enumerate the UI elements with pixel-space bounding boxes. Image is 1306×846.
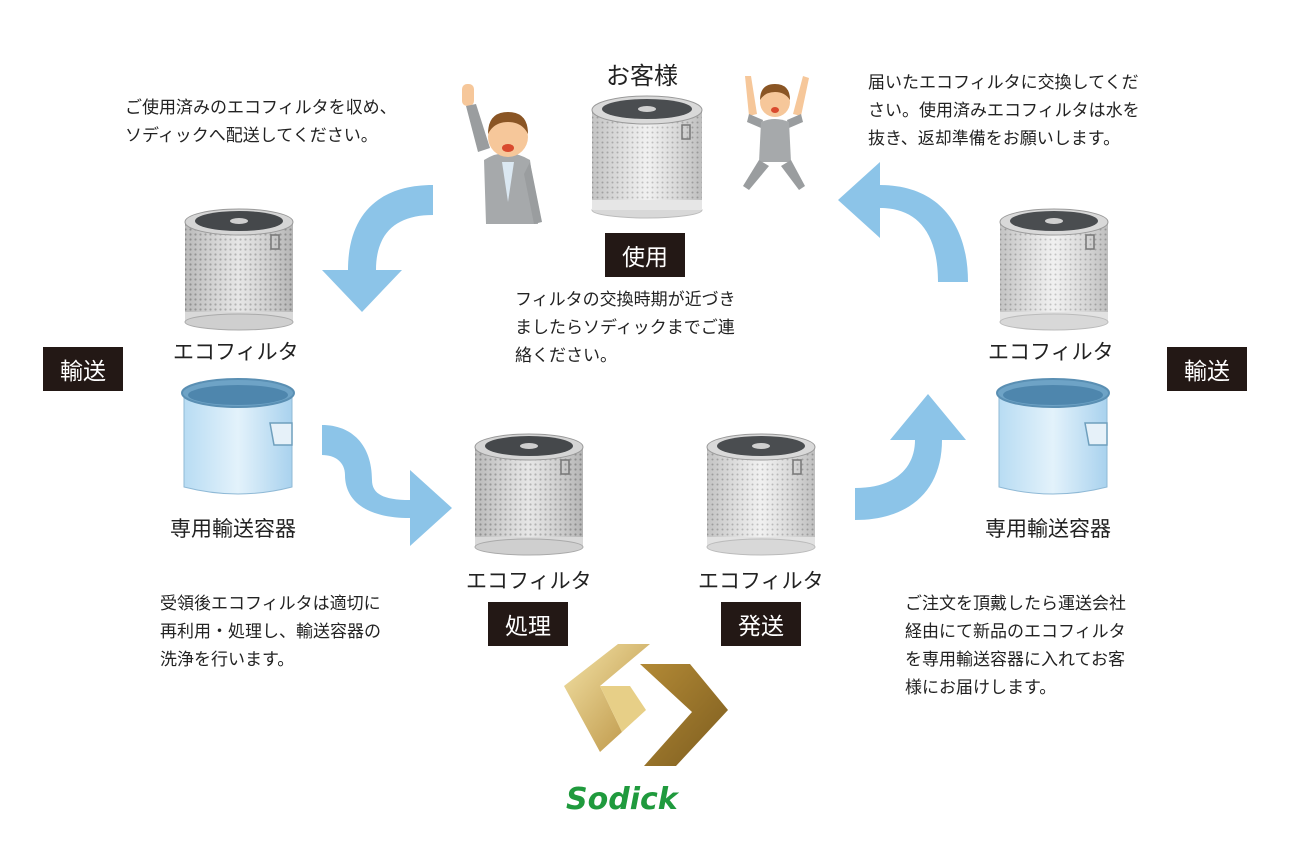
label-filter-ship: エコフィルタ [698, 569, 824, 593]
label-filter-left: エコフィルタ [173, 340, 299, 364]
container-left-icon [181, 378, 295, 495]
filter-process-icon [474, 433, 584, 556]
person-waving-icon [462, 84, 542, 224]
badge-use: 使用 [605, 233, 685, 277]
label-container-right: 専用輸送容器 [985, 517, 1111, 541]
text-top-left: ご使用済みのエコフィルタを収め、 ソディックへ配送してください。 [125, 98, 397, 146]
badge-transport-right: 輸送 [1167, 347, 1247, 391]
badge-ship: 発送 [721, 602, 801, 646]
filter-right-icon [999, 208, 1109, 331]
label-container-left: 専用輸送容器 [170, 517, 296, 541]
filter-customer-icon [591, 95, 703, 219]
sodick-logo-icon [564, 644, 728, 766]
filter-ship-icon [706, 433, 816, 556]
badge-transport-left: 輸送 [43, 347, 123, 391]
badge-process: 処理 [488, 602, 568, 646]
label-filter-process: エコフィルタ [466, 569, 592, 593]
text-top-right: 届いたエコフィルタに交換してくだ さい。使用済みエコフィルタは水を 抜き、返却準… [868, 73, 1140, 149]
sodick-logo-text: Sodick [566, 782, 678, 817]
text-bottom-left: 受領後エコフィルタは適切に 再利用・処理し、輸送容器の 洗浄を行います。 [160, 594, 381, 670]
container-right-icon [996, 378, 1110, 495]
filter-left-icon [184, 208, 294, 331]
person-cheering-icon [743, 76, 809, 190]
label-filter-right: エコフィルタ [988, 340, 1114, 364]
customer-title: お客様 [606, 62, 678, 90]
text-center: フィルタの交換時期が近づき ましたらソディックまでご連 絡ください。 [515, 290, 736, 366]
text-bottom-right: ご注文を頂戴したら運送会社 経由にて新品のエコフィルタ を専用輸送容器に入れてお… [905, 594, 1126, 698]
